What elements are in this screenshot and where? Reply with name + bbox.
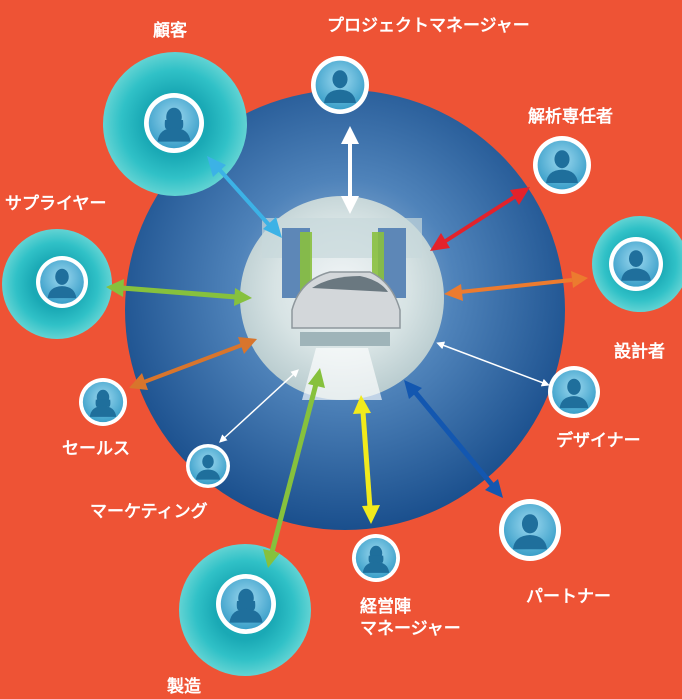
avatars (36, 56, 663, 634)
supplier-avatar (36, 256, 88, 308)
person-female-icon (362, 545, 390, 573)
label-sales: セールス (62, 439, 130, 459)
label-analyst: 解析専任者 (528, 107, 613, 127)
person-icon (559, 378, 589, 409)
arrow-partner (404, 380, 503, 498)
designer-avatar (548, 366, 600, 418)
manufacturing-avatar (216, 574, 276, 634)
label-project-manager: プロジェクトマネージャー (327, 16, 530, 36)
label-partner: パートナー (526, 587, 611, 607)
label-management: 経営陣 マネージャー (360, 596, 461, 640)
label-designer: デザイナー (556, 431, 641, 451)
connection-arrows (106, 126, 588, 568)
label-engineer: 設計者 (614, 342, 665, 362)
sales-avatar (79, 378, 127, 426)
person-female-icon (229, 588, 263, 623)
label-manufacturing: 製造 (167, 677, 201, 697)
person-icon (546, 150, 578, 183)
arrow-supplier (106, 279, 252, 306)
arrow-project-manager (341, 126, 359, 214)
person-icon (195, 454, 221, 480)
customer-avatar (144, 93, 204, 153)
partner-avatar (499, 499, 561, 561)
arrow-marketing (219, 369, 299, 443)
person-icon (324, 70, 356, 103)
label-management-line1: 経営陣 (360, 597, 411, 617)
person-icon (621, 250, 651, 281)
marketing-avatar (186, 444, 230, 488)
analyst-avatar (533, 136, 591, 194)
arrow-management (353, 395, 380, 524)
arrow-manufacturing (263, 368, 325, 568)
label-management-line2: マネージャー (360, 619, 461, 639)
person-female-icon (89, 389, 117, 417)
project-manager-avatar (311, 56, 369, 114)
arrow-designer (436, 341, 550, 387)
label-customer: 顧客 (153, 21, 187, 41)
car-assembly-line-image (240, 196, 444, 400)
arrow-analyst (430, 187, 530, 251)
person-female-icon (157, 107, 191, 142)
arrow-engineer (444, 271, 588, 301)
person-icon (512, 514, 548, 550)
label-supplier: サプライヤー (5, 194, 107, 214)
person-icon (47, 268, 77, 299)
engineer-avatar (609, 237, 663, 291)
arrow-customer (207, 156, 282, 238)
label-marketing: マーケティング (90, 502, 208, 522)
arrow-sales (129, 337, 257, 390)
management-avatar (352, 534, 400, 582)
